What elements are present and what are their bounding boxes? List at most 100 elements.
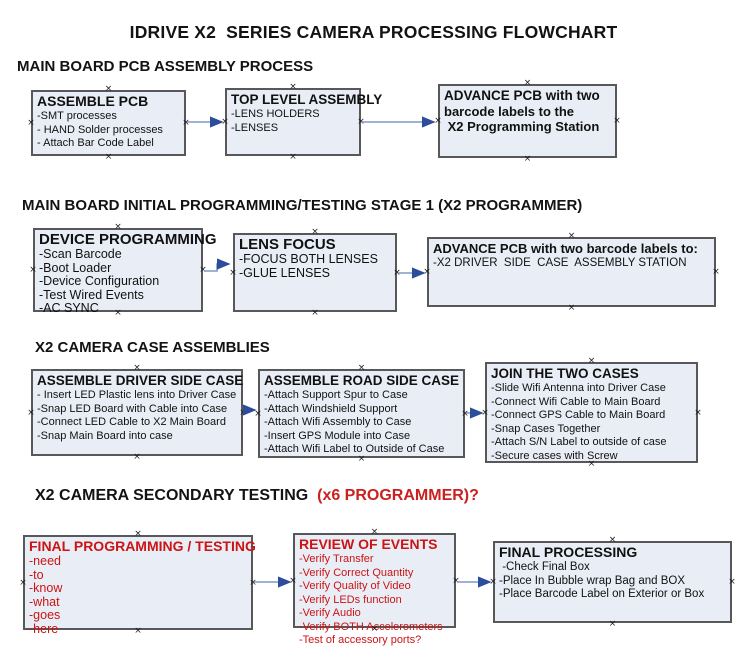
box-line: -Check Final Box bbox=[499, 561, 590, 573]
connection-handle bbox=[105, 153, 113, 161]
box-title: LENS FOCUS bbox=[239, 236, 336, 253]
connection-handle bbox=[19, 579, 27, 587]
box-line: -Snap LED Board with Cable into Case bbox=[37, 402, 228, 415]
flow-box-join-the-two-cases[interactable]: JOIN THE TWO CASES -Slide Wifi Antenna i… bbox=[485, 362, 698, 463]
box-line: -Slide Wifi Antenna into Driver Case bbox=[491, 382, 666, 394]
connection-handle bbox=[568, 304, 576, 312]
connection-handle bbox=[434, 117, 442, 125]
box-line: -Attach Windshield Support bbox=[264, 402, 398, 415]
section-header-pcb-assembly: MAIN BOARD PCB ASSEMBLY PROCESS bbox=[17, 58, 314, 75]
box-line: - Attach Bar Code Label bbox=[37, 137, 154, 149]
box-line: -Attach Wifi Label to Outside of Case bbox=[264, 443, 445, 455]
box-line: -Attach Wifi Assembly to Case bbox=[264, 416, 412, 428]
box-lines: -LENS HOLDERS-LENSES bbox=[231, 108, 355, 135]
box-line: -LENS HOLDERS bbox=[231, 108, 320, 120]
flow-box-assemble-driver-side-case[interactable]: ASSEMBLE DRIVER SIDE CASE - Insert LED P… bbox=[31, 369, 243, 456]
box-line: -Verify BOTH Accelerometers bbox=[299, 620, 443, 633]
section-header-black-part: X2 CAMERA SECONDARY TESTING bbox=[35, 487, 318, 504]
flow-box-review-of-events[interactable]: REVIEW OF EVENTS -Verify Transfer -Verify… bbox=[293, 533, 456, 646]
box-line: -Verify Audio bbox=[299, 607, 361, 619]
connection-handle bbox=[27, 409, 35, 417]
connection-handle bbox=[289, 153, 297, 161]
connection-handle bbox=[114, 223, 122, 231]
connection-handle bbox=[311, 228, 319, 236]
connection-handle bbox=[481, 409, 489, 417]
box-line: -Connect GPS Cable to Main Board bbox=[491, 409, 666, 421]
connection-handle bbox=[609, 536, 617, 544]
connection-handle bbox=[489, 578, 497, 586]
flow-box-assemble-road-side-case[interactable]: ASSEMBLE ROAD SIDE CASE -Attach Support … bbox=[258, 369, 465, 458]
box-line: -here bbox=[29, 621, 59, 636]
flow-box-lens-focus[interactable]: LENS FOCUS -FOCUS BOTH LENSES-GLUE LENSE… bbox=[233, 233, 397, 312]
connection-handle bbox=[568, 232, 576, 240]
connection-handle bbox=[199, 266, 207, 274]
section-header-initial-programming: MAIN BOARD INITIAL PROGRAMMING/TESTING S… bbox=[22, 197, 583, 214]
connection-handle bbox=[728, 578, 736, 586]
connection-handle bbox=[105, 85, 113, 93]
connection-handle bbox=[357, 118, 365, 126]
connection-handle bbox=[524, 79, 532, 87]
box-line: barcode labels to the bbox=[444, 104, 575, 119]
connection-handle bbox=[114, 309, 122, 317]
box-lines: - Insert LED Plastic lens into Driver Ca… bbox=[37, 389, 237, 443]
box-title: ADVANCE PCB with two barcode labels to: bbox=[433, 241, 698, 256]
box-line: -Boot Loader bbox=[39, 260, 112, 275]
flow-box-advance-pcb-driver-side[interactable]: ADVANCE PCB with two barcode labels to: … bbox=[427, 237, 716, 307]
box-line: -Place Barcode Label on Exterior or Box bbox=[499, 588, 705, 600]
connection-handle bbox=[289, 83, 297, 91]
box-line: -Connect Wifi Cable to Main Board bbox=[491, 395, 661, 408]
box-line: -need bbox=[29, 554, 61, 568]
box-lines: -Check Final Box-Place In Bubble wrap Ba… bbox=[499, 561, 726, 602]
page-title: IDRIVE X2 SERIES CAMERA PROCESSING FLOWC… bbox=[129, 22, 618, 42]
box-line: -Verify Transfer bbox=[299, 553, 374, 565]
box-line: -Test of accessory ports? bbox=[299, 634, 422, 646]
box-line: -Insert GPS Module into Case bbox=[264, 429, 411, 442]
flow-box-final-processing[interactable]: FINAL PROCESSING -Check Final Box-Place … bbox=[493, 541, 732, 623]
box-line: -X2 DRIVER SIDE CASE ASSEMBLY STATION bbox=[433, 257, 687, 269]
flow-box-advance-pcb-programming-station[interactable]: ADVANCE PCB with two barcode labels to t… bbox=[438, 84, 617, 158]
connection-handle bbox=[452, 577, 460, 585]
connection-handle bbox=[358, 364, 366, 372]
box-lines: -FOCUS BOTH LENSES-GLUE LENSES bbox=[239, 252, 391, 280]
connection-handle bbox=[524, 155, 532, 163]
flow-box-top-level-assembly[interactable]: TOP LEVEL ASSEMBLY -LENS HOLDERS-LENSES bbox=[225, 88, 383, 156]
connection-handle bbox=[289, 577, 297, 585]
connection-handle bbox=[423, 268, 431, 276]
box-title: FINAL PROCESSING bbox=[499, 544, 638, 560]
box-lines: -Scan Barcode-Boot Loader-Device Configu… bbox=[39, 247, 197, 316]
connection-handle bbox=[371, 528, 379, 536]
connection-handle bbox=[239, 409, 247, 417]
section-header-case-assemblies: X2 CAMERA CASE ASSEMBLIES bbox=[35, 339, 270, 356]
connection-handle bbox=[588, 460, 596, 468]
box-title: TOP LEVEL ASSEMBLY bbox=[231, 92, 383, 107]
connection-handle bbox=[134, 530, 142, 538]
box-line: -Connect LED Cable to X2 Main Board bbox=[37, 416, 226, 428]
arrow-row2-1 bbox=[204, 258, 231, 272]
box-title: DEVICE PROGRAMMING bbox=[39, 231, 217, 248]
section-header-secondary-testing: X2 CAMERA SECONDARY TESTING (x6 PROGRAMM… bbox=[35, 487, 479, 505]
box-line: -Snap Cases Together bbox=[491, 422, 601, 435]
connection-handle bbox=[461, 410, 469, 418]
box-line: -Snap Main Board into case bbox=[37, 429, 173, 442]
box-title: JOIN THE TWO CASES bbox=[491, 366, 639, 381]
box-line: -to bbox=[29, 567, 44, 582]
connection-handle bbox=[613, 117, 621, 125]
flow-box-assemble-pcb[interactable]: ASSEMBLE PCB -SMT processes- HAND Solder… bbox=[31, 90, 186, 156]
box-title: REVIEW OF EVENTS bbox=[299, 536, 438, 552]
box-line: -LENSES bbox=[231, 121, 279, 134]
box-line: -SMT processes bbox=[37, 110, 117, 122]
box-line: -what bbox=[29, 594, 60, 609]
connection-handle bbox=[29, 266, 37, 274]
flow-box-device-programming[interactable]: DEVICE PROGRAMMING -Scan Barcode-Boot Lo… bbox=[33, 228, 217, 315]
box-line: -goes bbox=[29, 608, 61, 622]
box-title: FINAL PROGRAMMING / TESTING bbox=[29, 538, 256, 554]
connection-handle bbox=[358, 455, 366, 463]
connection-handle bbox=[229, 269, 237, 277]
connection-handle bbox=[249, 579, 257, 587]
box-line: -Place In Bubble wrap Bag and BOX bbox=[499, 574, 686, 587]
connection-handle bbox=[311, 309, 319, 317]
box-title: ASSEMBLE DRIVER SIDE CASE bbox=[37, 373, 244, 388]
flow-box-final-programming-testing[interactable]: FINAL PROGRAMMING / TESTING -need-to-kno… bbox=[23, 535, 256, 635]
box-line: -Scan Barcode bbox=[39, 247, 122, 261]
